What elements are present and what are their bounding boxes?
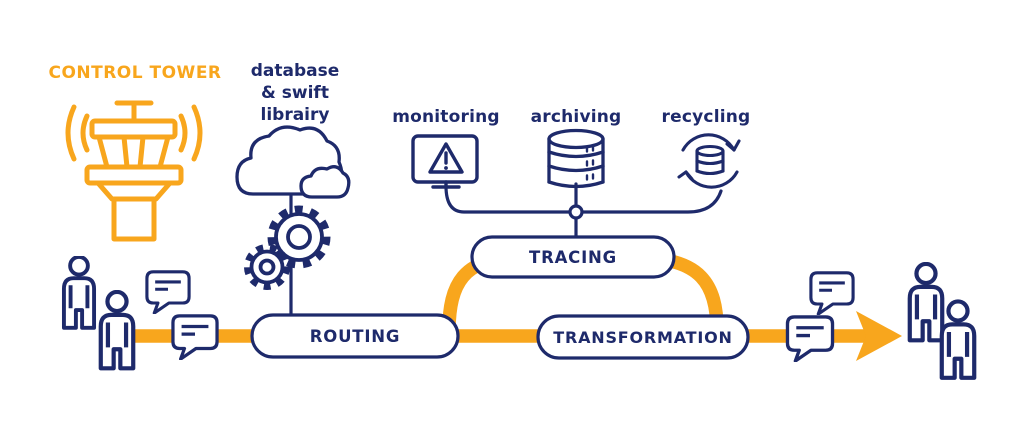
control-tower-icon — [65, 100, 203, 242]
speech-bubble-icon — [171, 314, 219, 360]
person-icon — [61, 256, 97, 330]
junction-node — [568, 204, 584, 220]
stage-pills — [250, 235, 750, 360]
signal-waves-left-icon — [65, 104, 90, 162]
signal-waves-right-icon — [178, 104, 203, 162]
recycling-database-icon — [677, 133, 741, 189]
transformation-pill — [536, 314, 750, 360]
tracing-pill — [470, 235, 676, 279]
gears-icon — [244, 205, 331, 290]
people-left-icon — [61, 256, 133, 368]
arrow-head-icon — [856, 311, 902, 361]
speech-bubble-icon — [145, 270, 191, 314]
connector-monitor-recycling — [444, 184, 723, 214]
speech-bubbles — [145, 270, 855, 362]
speech-bubble-icon — [785, 315, 835, 362]
monitor-alert-icon — [411, 134, 479, 189]
cloud-icon — [235, 125, 351, 199]
database-stack-icon — [547, 128, 605, 189]
people-right-icon — [910, 264, 974, 378]
routing-pill — [250, 313, 460, 359]
speech-bubble-icon — [809, 271, 855, 315]
person-icon — [942, 301, 974, 377]
person-icon — [101, 292, 133, 368]
person-icon — [910, 264, 942, 340]
